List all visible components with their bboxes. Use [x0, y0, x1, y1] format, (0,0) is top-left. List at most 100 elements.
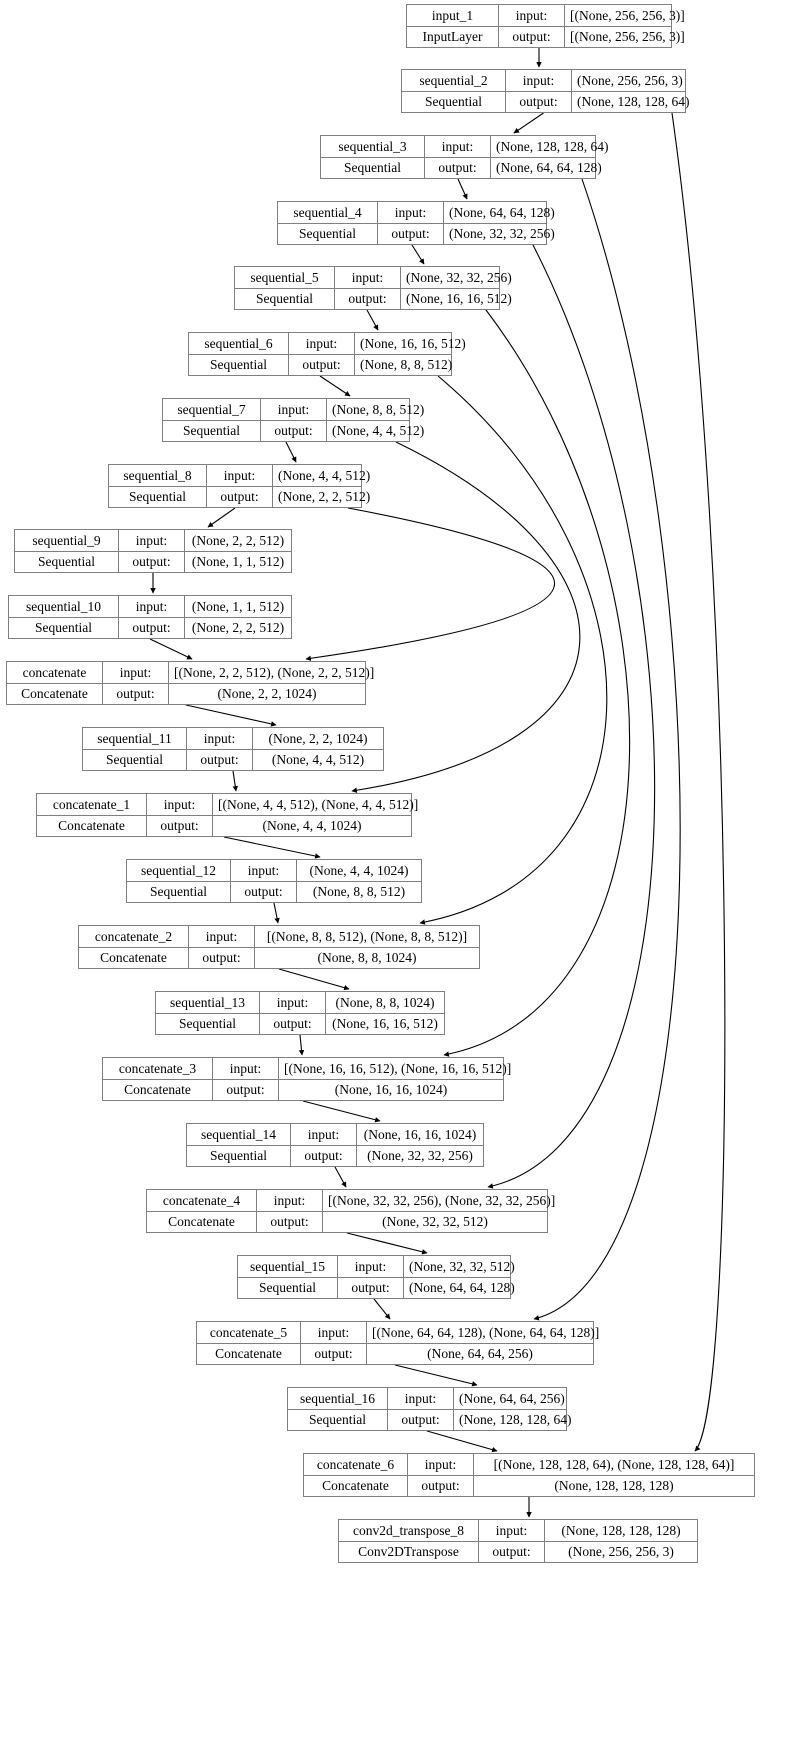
- node-output-shape: (None, 64, 64, 256): [427, 1346, 533, 1361]
- edge-sequential_11-to-concatenate_1: [232, 770, 238, 792]
- node-output-label: output:: [103, 683, 169, 704]
- node-layer-class: Sequential: [187, 1145, 291, 1166]
- edge-sequential_3-to-sequential_4: [457, 178, 468, 200]
- node-output-shape: (None, 16, 16, 1024): [334, 1082, 448, 1097]
- node-input-label: input:: [103, 662, 169, 683]
- node-input-label: input:: [119, 530, 185, 551]
- node-output-label: output:: [338, 1277, 404, 1298]
- node-input-label: input:: [260, 992, 326, 1013]
- node-input-shape: [(None, 256, 256, 3)]: [570, 7, 685, 23]
- node-layer-class: Sequential: [127, 881, 231, 902]
- node-layer-class: Concatenate: [147, 1211, 257, 1232]
- node-output-shape: (None, 64, 64, 128): [409, 1280, 515, 1295]
- node-output-shape: (None, 8, 8, 1024): [317, 950, 417, 965]
- edge-sequential_15-to-concatenate_5: [373, 1298, 391, 1320]
- node-layer-name: sequential_5: [235, 267, 335, 288]
- node-output-label: output:: [213, 1079, 279, 1100]
- node-input-shape: (None, 64, 64, 128): [449, 204, 555, 220]
- node-layer-name: sequential_3: [321, 136, 425, 157]
- node-input-label: input:: [291, 1124, 357, 1145]
- node-output-shape: (None, 32, 32, 256): [367, 1148, 473, 1163]
- node-input-shape: (None, 1, 1, 512): [191, 598, 285, 614]
- node-input-shape: (None, 8, 8, 512): [332, 401, 425, 417]
- node-output-label: output:: [207, 486, 273, 507]
- node-output-label: output:: [506, 91, 572, 112]
- node-layer-name: concatenate_6: [304, 1454, 408, 1475]
- node-output-label: output:: [187, 749, 253, 770]
- edge-concatenate_1-to-sequential_12: [223, 836, 321, 859]
- node-output-shape: (None, 64, 64, 128): [496, 160, 602, 175]
- node-input-shape: [(None, 8, 8, 512), (None, 8, 8, 512)]: [266, 928, 468, 944]
- node-input-shape: (None, 32, 32, 256): [406, 269, 512, 285]
- node-output-label: output:: [261, 420, 327, 441]
- node-layer-name: conv2d_transpose_8: [339, 1520, 479, 1541]
- node-input-shape: [(None, 16, 16, 512), (None, 16, 16, 512…: [284, 1060, 512, 1076]
- edge-sequential_7-to-concatenate_1: [351, 441, 581, 793]
- node-layer-class: Concatenate: [197, 1343, 301, 1364]
- node-output-shape: (None, 4, 4, 512): [332, 423, 425, 438]
- edge-concatenate_3-to-sequential_14: [302, 1100, 381, 1123]
- node-layer-class: Sequential: [109, 486, 207, 507]
- node-layer-name: sequential_16: [288, 1388, 388, 1409]
- node-output-shape: (None, 32, 32, 256): [449, 226, 555, 241]
- node-output-label: output:: [257, 1211, 323, 1232]
- edge-concatenate_4-to-sequential_15: [346, 1232, 428, 1255]
- node-layer-class: Concatenate: [103, 1079, 213, 1100]
- edge-sequential_16-to-concatenate_6: [426, 1430, 498, 1453]
- node-output-label: output:: [189, 947, 255, 968]
- node-layer-class: Conv2DTranspose: [339, 1541, 479, 1562]
- edge-sequential_2-to-sequential_3: [513, 112, 544, 134]
- node-layer-class: Concatenate: [79, 947, 189, 968]
- node-input-shape: [(None, 4, 4, 512), (None, 4, 4, 512)]: [218, 796, 419, 812]
- edge-sequential_3-to-concatenate_5: [533, 178, 681, 1321]
- node-input-shape: [(None, 2, 2, 512), (None, 2, 2, 512)]: [174, 664, 375, 680]
- node-input-label: input:: [147, 794, 213, 815]
- node-layer-class: Sequential: [163, 420, 261, 441]
- node-output-shape: (None, 8, 8, 512): [360, 357, 453, 372]
- node-input-shape: (None, 256, 256, 3): [577, 72, 683, 88]
- node-input-shape: [(None, 128, 128, 64), (None, 128, 128, …: [493, 1456, 735, 1472]
- node-layer-class: Concatenate: [7, 683, 103, 704]
- node-input-label: input:: [301, 1322, 367, 1343]
- node-output-label: output:: [260, 1013, 326, 1034]
- node-layer-name: sequential_7: [163, 399, 261, 420]
- edge-sequential_10-to-concatenate: [149, 638, 193, 660]
- node-input-shape: (None, 32, 32, 512): [409, 1258, 515, 1274]
- node-input-label: input:: [257, 1190, 323, 1211]
- edge-sequential_12-to-concatenate_2: [273, 902, 280, 924]
- node-output-shape: (None, 16, 16, 512): [406, 291, 512, 306]
- node-layer-class: Concatenate: [304, 1475, 408, 1496]
- node-output-label: output:: [301, 1343, 367, 1364]
- node-input-shape: (None, 4, 4, 1024): [309, 862, 409, 878]
- node-input-shape: (None, 64, 64, 256): [459, 1390, 565, 1406]
- node-layer-class: InputLayer: [407, 26, 499, 47]
- edge-sequential_6-to-concatenate_2: [419, 375, 608, 925]
- node-output-shape: (None, 8, 8, 512): [312, 884, 406, 899]
- node-input-label: input:: [261, 399, 327, 420]
- node-input-shape: (None, 16, 16, 1024): [363, 1126, 477, 1142]
